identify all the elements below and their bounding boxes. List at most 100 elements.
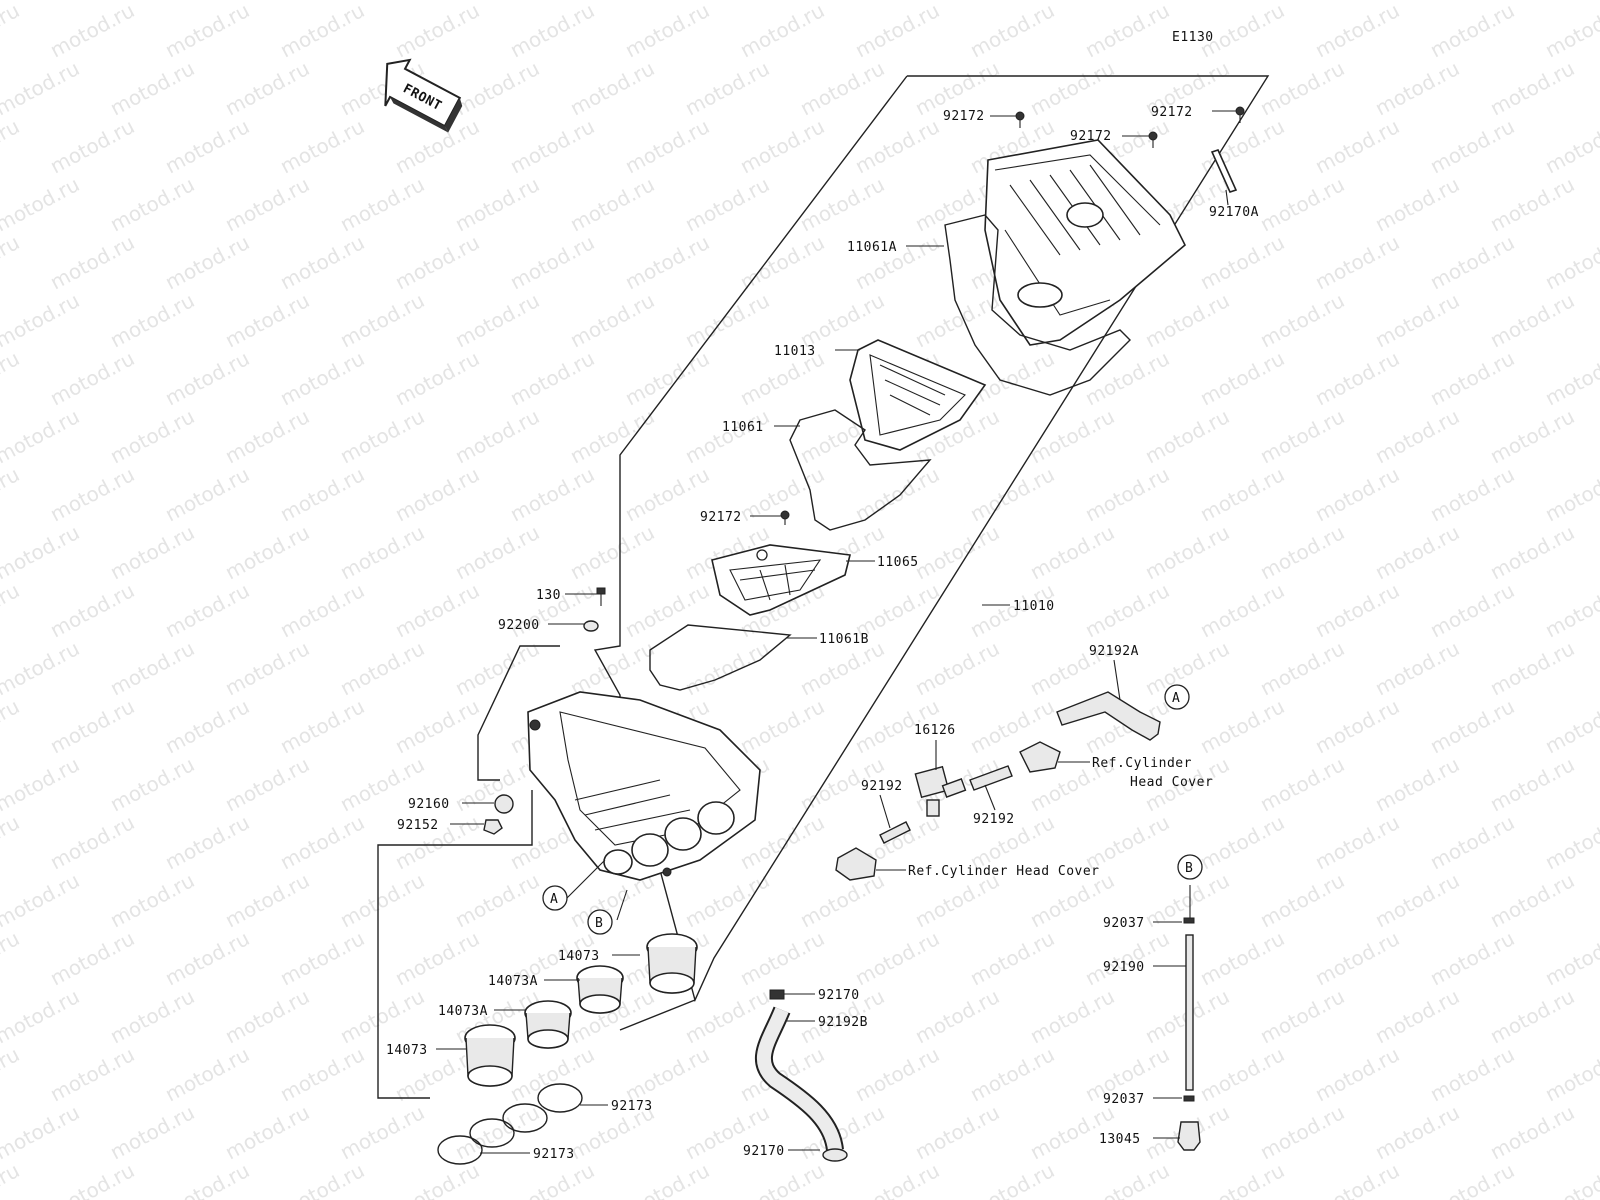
watermark-text: motod.ru: [221, 984, 313, 1048]
watermark-text: motod.ru: [161, 0, 253, 62]
watermark-text: motod.ru: [966, 462, 1058, 526]
watermark-text: motod.ru: [1486, 288, 1578, 352]
watermark-text: motod.ru: [566, 520, 658, 584]
watermark-text: motod.ru: [621, 0, 713, 62]
watermark-text: motod.ru: [1541, 578, 1600, 642]
watermark-text: motod.ru: [0, 404, 83, 468]
duct-14073-upper: [646, 933, 698, 994]
watermark-text: motod.ru: [0, 1042, 23, 1106]
watermark-text: motod.ru: [796, 56, 888, 120]
marker-b-upper: B: [1177, 854, 1203, 880]
watermark-text: motod.ru: [1426, 114, 1518, 178]
callout-130: 130: [536, 588, 561, 603]
watermark-text: motod.ru: [276, 1158, 368, 1200]
watermark-text: motod.ru: [46, 1042, 138, 1106]
watermark-text: motod.ru: [276, 346, 368, 410]
watermark-text: motod.ru: [276, 578, 368, 642]
watermark-text: motod.ru: [0, 230, 23, 294]
watermark-text: motod.ru: [1371, 1100, 1463, 1164]
watermark-text: motod.ru: [851, 0, 943, 62]
watermark-text: motod.ru: [1426, 230, 1518, 294]
watermark-text: motod.ru: [451, 520, 543, 584]
watermark-text: motod.ru: [161, 578, 253, 642]
watermark-text: motod.ru: [391, 1158, 483, 1200]
watermark-text: motod.ru: [106, 404, 198, 468]
watermark-text: motod.ru: [1256, 636, 1348, 700]
watermark-text: motod.ru: [46, 578, 138, 642]
watermark-text: motod.ru: [911, 520, 1003, 584]
watermark-text: motod.ru: [1426, 346, 1518, 410]
watermark-text: motod.ru: [221, 1100, 313, 1164]
watermark-text: motod.ru: [1311, 114, 1403, 178]
watermark-text: motod.ru: [0, 1100, 83, 1164]
watermark-text: motod.ru: [1141, 520, 1233, 584]
watermark-text: motod.ru: [566, 56, 658, 120]
watermark-text: motod.ru: [451, 56, 543, 120]
diagram-code: E1130: [1172, 30, 1214, 45]
watermark-text: motod.ru: [391, 578, 483, 642]
hose-92190: [1185, 934, 1194, 1091]
watermark-text: motod.ru: [851, 114, 943, 178]
duct-14073a-upper: [576, 965, 624, 1014]
watermark-text: motod.ru: [736, 926, 828, 990]
watermark-text: motod.ru: [1371, 56, 1463, 120]
watermark-text: motod.ru: [106, 56, 198, 120]
clamp-92173-group: [437, 1083, 583, 1165]
watermark-text: motod.ru: [1371, 288, 1463, 352]
watermark-text: motod.ru: [851, 462, 943, 526]
callout-ref-head-cover-upper-line2: Head Cover: [1130, 775, 1213, 790]
watermark-text: motod.ru: [46, 346, 138, 410]
watermark-text: motod.ru: [1486, 636, 1578, 700]
ref-fitting-upper: [1019, 741, 1061, 773]
watermark-text: motod.ru: [681, 636, 773, 700]
watermark-text: motod.ru: [106, 868, 198, 932]
watermark-text: motod.ru: [106, 288, 198, 352]
watermark-text: motod.ru: [161, 926, 253, 990]
watermark-text: motod.ru: [1081, 0, 1173, 62]
hose-92192-lower: [879, 821, 911, 844]
watermark-text: motod.ru: [1311, 0, 1403, 62]
watermark-text: motod.ru: [966, 346, 1058, 410]
marker-a-upper-label: A: [1172, 691, 1180, 706]
watermark-text: motod.ru: [1371, 172, 1463, 236]
callout-92190: 92190: [1103, 960, 1145, 975]
watermark-text: motod.ru: [1196, 1158, 1288, 1200]
watermark-text: motod.ru: [46, 926, 138, 990]
callout-92173-lower: 92173: [533, 1147, 575, 1162]
holder-plate: [711, 544, 851, 616]
watermark-text: motod.ru: [46, 114, 138, 178]
callout-14073-lower: 14073: [386, 1043, 428, 1058]
callout-92173-upper: 92173: [611, 1099, 653, 1114]
callout-92170-upper: 92170: [818, 988, 860, 1003]
bracket-right-duct: [619, 999, 696, 1031]
watermark-text: motod.ru: [161, 462, 253, 526]
callout-92152: 92152: [397, 818, 439, 833]
watermark-text: motod.ru: [681, 172, 773, 236]
callout-11061b: 11061B: [819, 632, 869, 647]
watermark-text: motod.ru: [506, 346, 598, 410]
watermark-text: motod.ru: [1541, 462, 1600, 526]
watermark-text: motod.ru: [0, 172, 83, 236]
upper-housing-cover: [984, 139, 1186, 346]
watermark-text: motod.ru: [1426, 694, 1518, 758]
watermark-text: motod.ru: [0, 636, 83, 700]
callout-92170-lower: 92170: [743, 1144, 785, 1159]
watermark-text: motod.ru: [1256, 1100, 1348, 1164]
watermark-text: motod.ru: [1541, 694, 1600, 758]
watermark-text: motod.ru: [46, 810, 138, 874]
callout-11010: 11010: [1013, 599, 1055, 614]
watermark-text: motod.ru: [1256, 56, 1348, 120]
watermark-text: motod.ru: [1081, 578, 1173, 642]
watermark-text: motod.ru: [736, 1158, 828, 1200]
nut-92152: [483, 819, 503, 835]
watermark-text: motod.ru: [911, 984, 1003, 1048]
watermark-text: motod.ru: [0, 462, 23, 526]
watermark-text: motod.ru: [1541, 0, 1600, 62]
watermark-text: motod.ru: [796, 868, 888, 932]
callout-92037-lower: 92037: [1103, 1092, 1145, 1107]
watermark-text: motod.ru: [1256, 172, 1348, 236]
watermark-text: motod.ru: [276, 1042, 368, 1106]
watermark-text: motod.ru: [1486, 752, 1578, 816]
hose-92192a: [1056, 691, 1161, 741]
